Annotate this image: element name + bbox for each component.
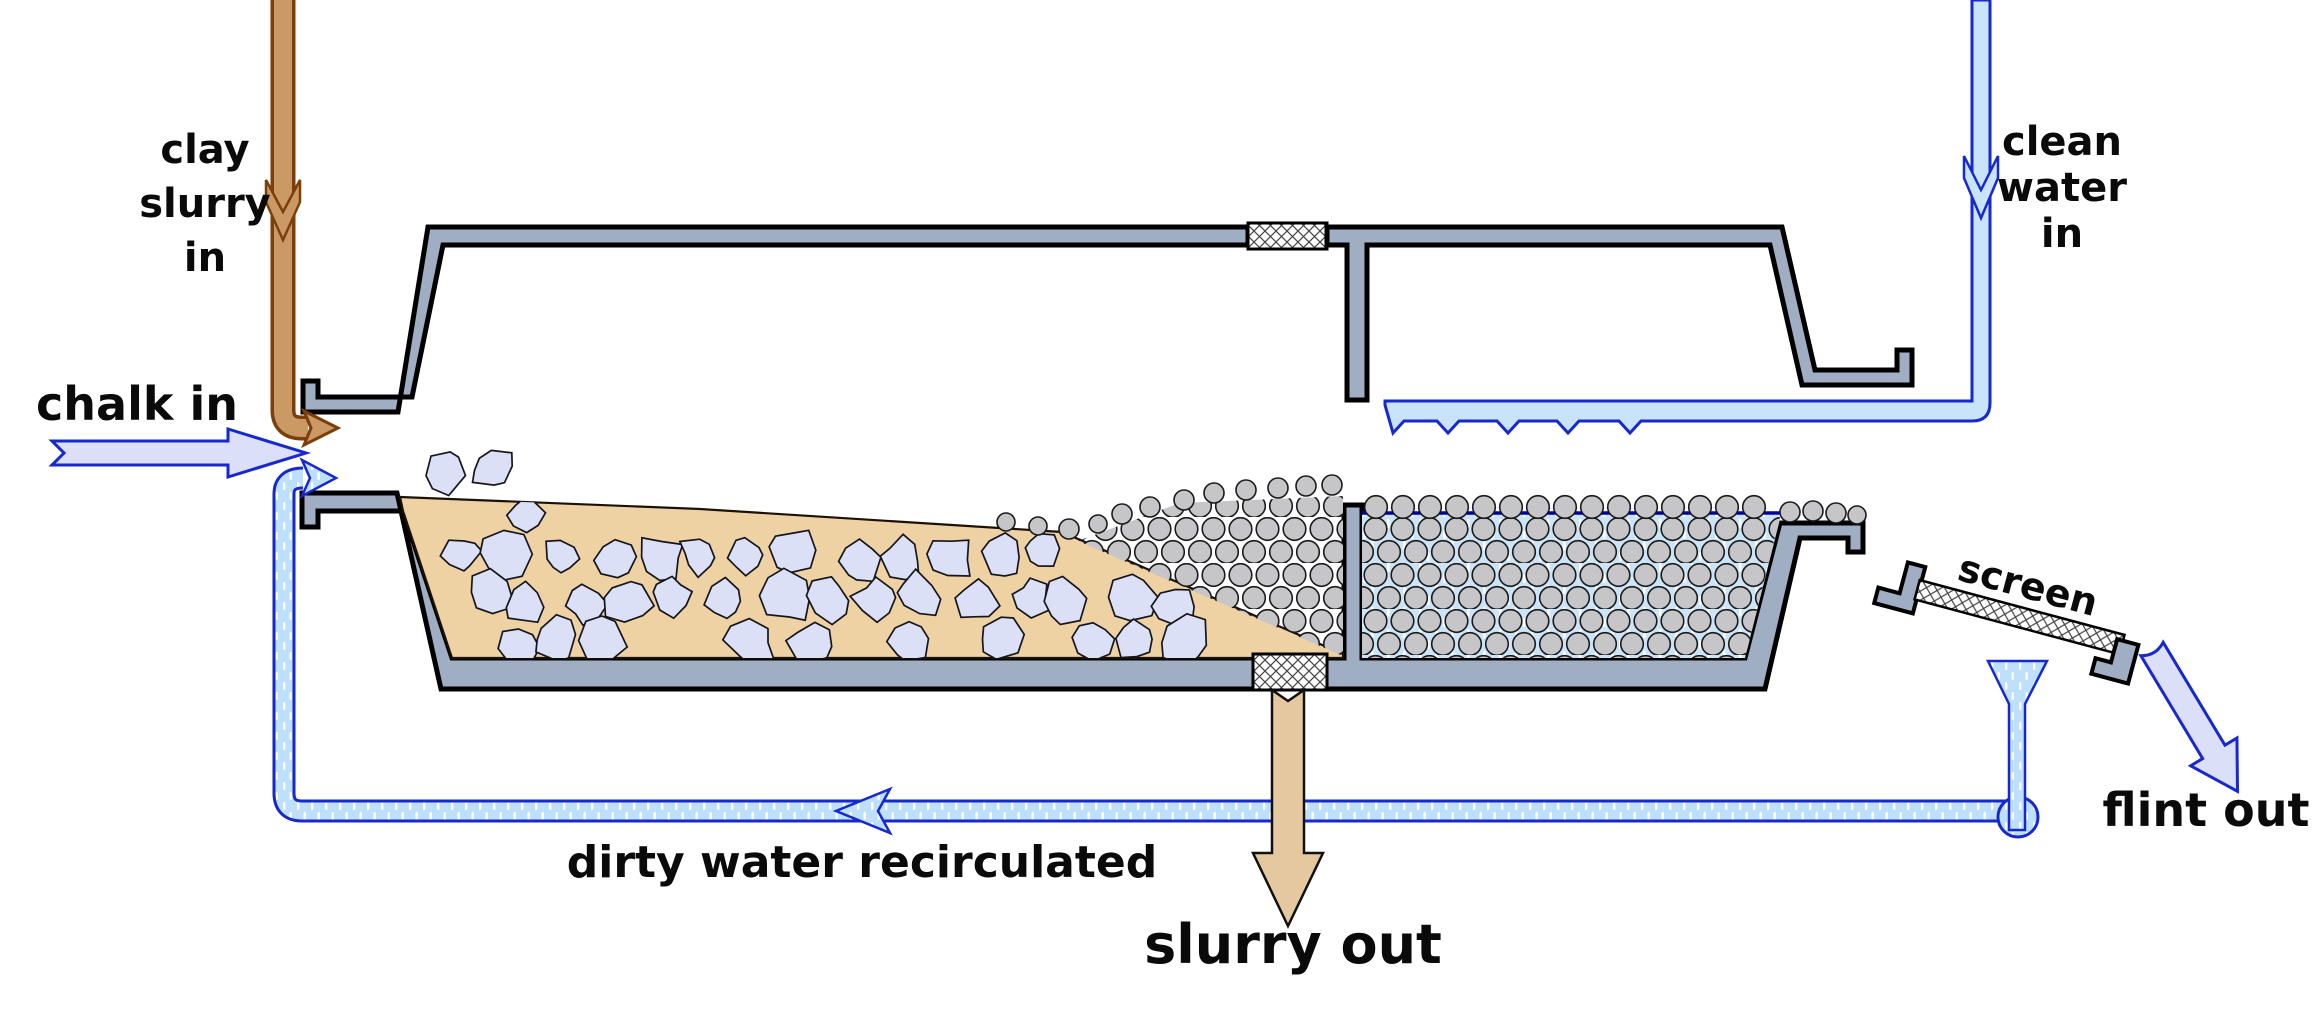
dirty-water-label: dirty water recirculated: [567, 837, 1158, 888]
cover-right-with-divider: [1324, 224, 1915, 403]
clean-water-in-label-line3: in: [2041, 211, 2083, 257]
sprinkler-pipe: [1383, 0, 1992, 436]
screen-bracket-right: [2088, 636, 2141, 686]
vent-hatch: [1246, 221, 1329, 251]
slurry-out-arrow: [1251, 687, 1325, 929]
recirculation-pipe: [275, 469, 2006, 820]
chalk-lumps: [439, 497, 1208, 658]
clay-slurry-in-label-line2: slurry: [139, 181, 271, 227]
cover-left: [300, 224, 1251, 415]
clean-water-in-label-line2: water: [1997, 165, 2127, 211]
chalk-lumps-rim: [425, 449, 514, 497]
flint-pile: [1078, 496, 1343, 656]
clay-slurry-in-label-line3: in: [184, 235, 226, 281]
washed-flint-bed: [1362, 517, 1780, 658]
clay-flow-arrowhead-icon: [264, 179, 302, 244]
chalk-in-label: chalk in: [36, 377, 238, 431]
recirculation-flow-arrowhead-icon: [832, 786, 893, 836]
clean-water-in-label-line1: clean: [2002, 119, 2122, 165]
screen-bracket-left: [1871, 559, 1928, 616]
chalk-in-arrow: [48, 426, 312, 480]
clay-pipe: [274, 0, 308, 437]
recirculation-inlet-arrowhead-icon: [299, 457, 339, 499]
flint-out-label: flint out: [2103, 783, 2310, 837]
clean-water-arrowhead-icon: [1962, 155, 2000, 222]
funnel: [1985, 659, 2050, 832]
clay-slurry-in-label-line1: clay: [160, 127, 249, 173]
outlet-hatch: [1251, 652, 1329, 692]
lip-pebbles: [1779, 500, 1867, 525]
slurry-out-label: slurry out: [1144, 913, 1442, 976]
loose-pebbles: [996, 474, 1343, 540]
flint-out-arrow: [2138, 639, 2240, 794]
pebble-top-row: [1363, 494, 1767, 520]
clay-pipe-arrowhead-icon: [301, 407, 342, 449]
